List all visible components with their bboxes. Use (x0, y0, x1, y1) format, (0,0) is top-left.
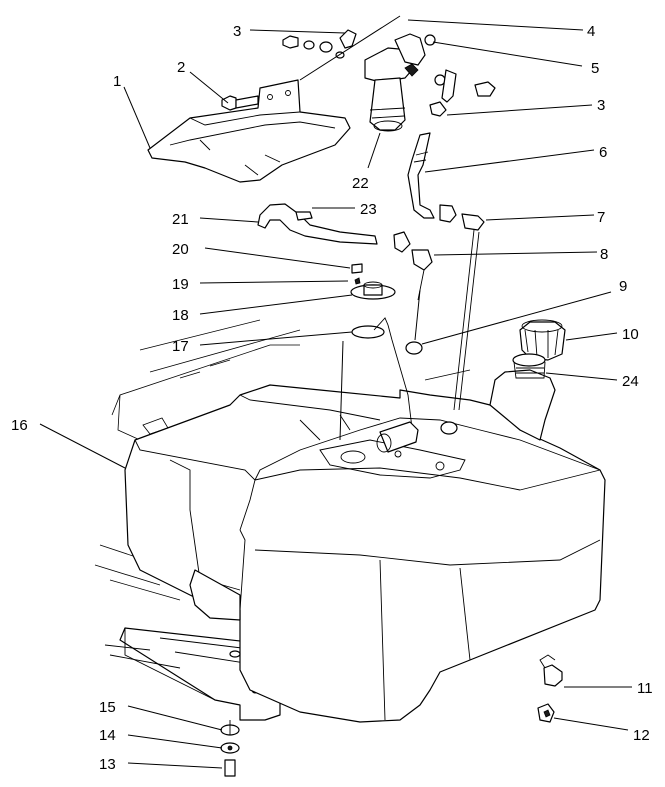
elbow-fitting-8 (393, 231, 433, 301)
callout-16: 16 (11, 417, 28, 434)
callout-9: 9 (619, 278, 627, 295)
callout-5: 5 (591, 60, 599, 77)
fuel-filter (364, 33, 426, 132)
fuel-line-6 (407, 132, 435, 219)
tank-mounting-strap (539, 654, 563, 687)
gasket-and-float (351, 317, 419, 453)
fuel-line-21 (257, 203, 378, 245)
mounting-plate (147, 79, 351, 183)
callout-17: 17 (172, 338, 189, 355)
callout-leaders (39, 15, 632, 769)
filler-neck-seal (512, 353, 546, 379)
callout-7: 7 (597, 209, 605, 226)
callout-18: 18 (172, 307, 189, 324)
fuel-gauge-sender (350, 281, 396, 300)
callout-labels: 1 2 3 4 5 3 6 7 8 9 10 24 11 12 15 14 13… (11, 23, 653, 773)
callout-20: 20 (172, 241, 189, 258)
callout-4: 4 (587, 23, 595, 40)
callout-21: 21 (172, 211, 189, 228)
fuel-cap (519, 319, 566, 361)
callout-19: 19 (172, 276, 189, 293)
grommet-9 (405, 341, 458, 435)
callout-12: 12 (633, 727, 650, 744)
callout-23: 23 (360, 201, 377, 218)
filter-fittings (282, 29, 496, 117)
callout-6: 6 (599, 144, 607, 161)
callout-2: 2 (177, 59, 185, 76)
elbow-fitting-7 (439, 204, 485, 411)
callout-10: 10 (622, 326, 639, 343)
fuel-tank (124, 369, 606, 723)
clamp-nut-12 (537, 703, 555, 723)
hose-clamp-23 (295, 211, 313, 221)
callout-22: 22 (352, 175, 369, 192)
callout-24: 24 (622, 373, 639, 390)
callout-15: 15 (99, 699, 116, 716)
bolt-2 (221, 95, 259, 111)
callout-3-right: 3 (597, 97, 605, 114)
callout-14: 14 (99, 727, 116, 744)
callout-3-top: 3 (233, 23, 241, 40)
callout-8: 8 (600, 246, 608, 263)
callout-1: 1 (113, 73, 121, 90)
screw-20 (351, 263, 363, 285)
callout-11: 11 (637, 680, 653, 697)
callout-13: 13 (99, 756, 116, 773)
isolator-bolt-stack (220, 650, 241, 777)
